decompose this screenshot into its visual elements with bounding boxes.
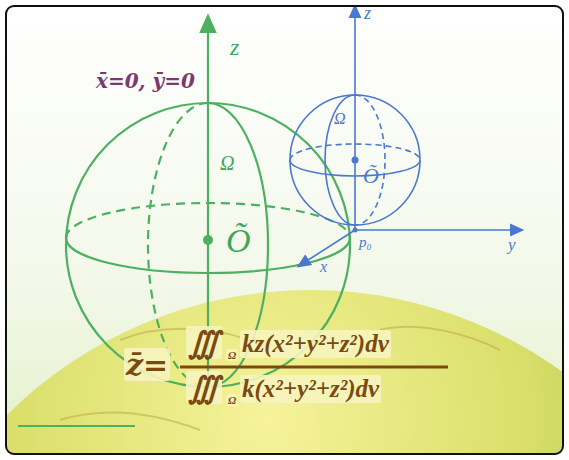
formula-lhs: z̄= bbox=[124, 348, 170, 381]
region-label: Ω bbox=[220, 152, 234, 174]
origin-label: p₀ bbox=[359, 234, 372, 251]
center-condition: x̄=0, ȳ=0 bbox=[96, 70, 195, 92]
integral-sign: ∭ bbox=[186, 371, 222, 404]
axis-label: y bbox=[508, 236, 516, 255]
formula-denominator: k(x²+y²+z²)dv bbox=[240, 375, 381, 403]
formula-numerator: kz(x²+y²+z²)dv bbox=[240, 330, 391, 358]
axis-label: z bbox=[364, 4, 371, 24]
integral-sign: ∭ bbox=[186, 326, 222, 359]
integral-domain: Ω bbox=[226, 349, 238, 361]
integral-domain: Ω bbox=[226, 394, 238, 406]
center-label: Õ bbox=[226, 222, 251, 259]
region-label: Ω bbox=[334, 110, 346, 128]
axis-label: x bbox=[320, 258, 327, 276]
axis-label: z bbox=[230, 34, 239, 60]
center-label: Õ bbox=[363, 164, 379, 188]
